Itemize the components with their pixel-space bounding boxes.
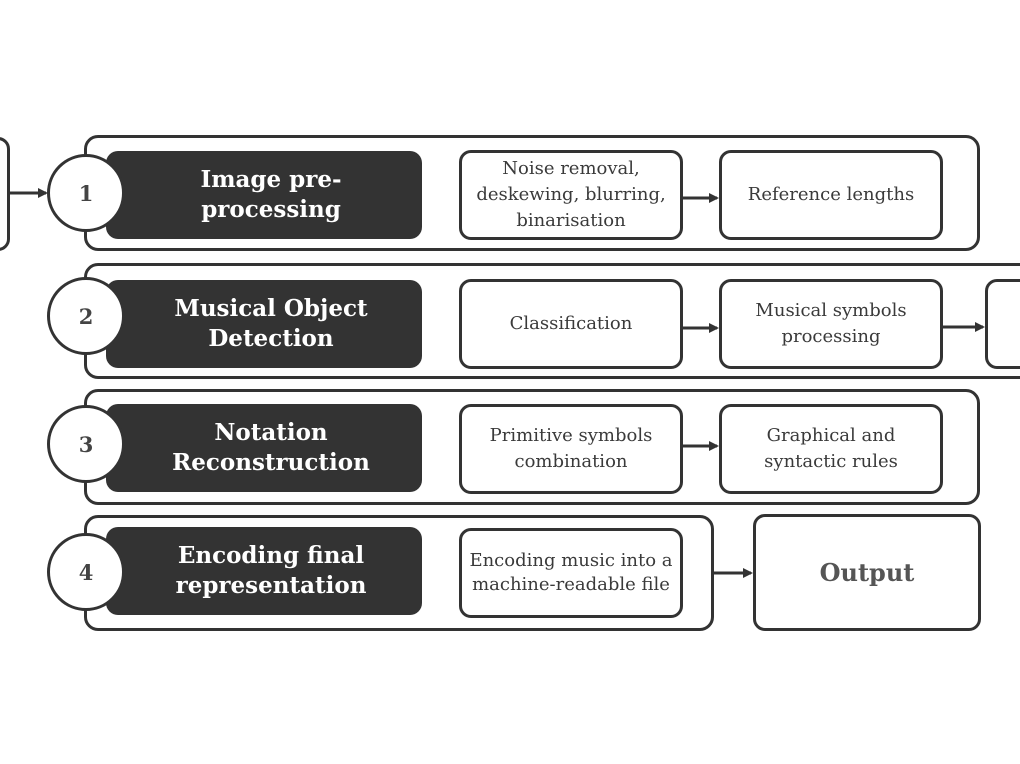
stage-2-number: 2 [47, 277, 125, 355]
step-noise-removal: Noise removal, deskewing, blurring, bina… [459, 150, 683, 240]
step-graphical-syntactic-rules: Graphical and syntactic rules [719, 404, 943, 494]
stage-1-number: 1 [47, 154, 125, 232]
output-box: Output [753, 514, 981, 631]
stage-2-title: Musical Object Detection [106, 280, 422, 368]
step-primitive-symbols-combination: Primitive symbols combination [459, 404, 683, 494]
stage-3-title: Notation Reconstruction [106, 404, 422, 492]
stage-3-number: 3 [47, 405, 125, 483]
stage-4-number: 4 [47, 533, 125, 611]
step-musical-symbols-processing: Musical symbols processing [719, 279, 943, 369]
step-reference-lengths: Reference lengths [719, 150, 943, 240]
stage-4-title: Encoding final representation [106, 527, 422, 615]
step-encoding-music: Encoding music into a machine-readable f… [459, 528, 683, 618]
step-classification: Classification [459, 279, 683, 369]
stage-1-title: Image pre-processing [106, 151, 422, 239]
step-partial-cutoff [985, 279, 1020, 369]
